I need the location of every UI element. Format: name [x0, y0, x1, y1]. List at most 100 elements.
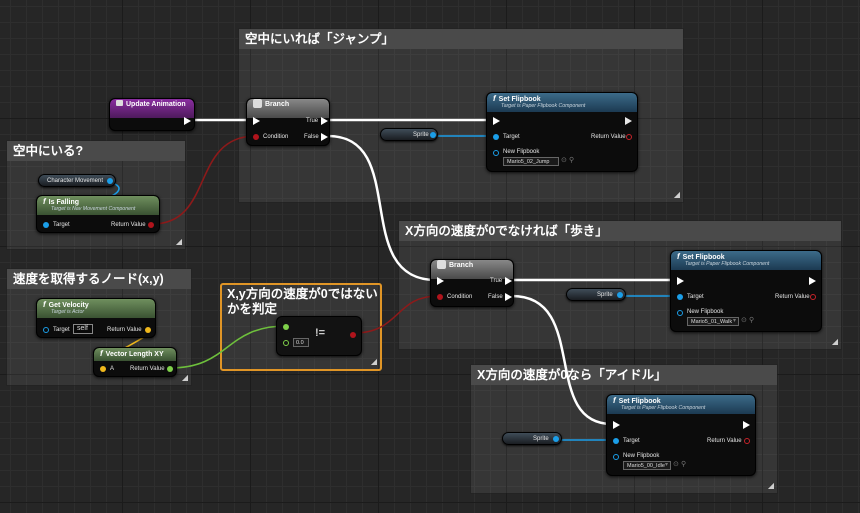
- a-label: A: [110, 366, 115, 372]
- b-pin[interactable]: [283, 340, 289, 346]
- exec-in-pin[interactable]: [437, 277, 444, 285]
- comment-title: 空中にいる?: [7, 141, 185, 161]
- return-value-pin[interactable]: [148, 222, 154, 228]
- exec-wire-branch2-false-to-idle: [510, 294, 614, 426]
- variable-label: Sprite: [533, 436, 549, 442]
- false-exec-pin[interactable]: [505, 293, 512, 301]
- not-equal-node[interactable]: 0.0 !=: [276, 316, 362, 356]
- character-movement-out-pin[interactable]: [107, 178, 113, 184]
- target-label: Target: [503, 134, 520, 140]
- browse-search-icon[interactable]: ⚲: [569, 157, 575, 164]
- a-pin[interactable]: [100, 366, 106, 372]
- return-value-label: Return Value: [107, 327, 142, 333]
- new-flipbook-value[interactable]: Mario5_01_Walk: [687, 317, 739, 326]
- return-value-pin[interactable]: [744, 438, 750, 444]
- node-header: Branch: [431, 260, 513, 279]
- condition-pin[interactable]: [253, 134, 259, 140]
- target-pin[interactable]: [43, 327, 49, 333]
- browse-search-icon[interactable]: ⚲: [681, 461, 687, 468]
- resize-handle-icon[interactable]: ◢: [181, 373, 188, 382]
- target-label: Target: [53, 222, 70, 228]
- node-title: Vector Length XY: [105, 351, 164, 358]
- target-label: Target: [687, 294, 704, 300]
- exec-out-pin[interactable]: [184, 117, 191, 125]
- resize-handle-icon[interactable]: ◢: [767, 481, 774, 490]
- exec-in-pin[interactable]: [253, 117, 260, 125]
- new-flipbook-pin[interactable]: [493, 150, 499, 156]
- branch-node-2[interactable]: Branch Condition True False: [430, 259, 514, 307]
- node-title: Update Animation: [126, 101, 186, 108]
- comment-xy-nonzero-check[interactable]: X,y方向の速度が0ではないかを判定 ◢: [220, 283, 382, 371]
- exec-in-pin[interactable]: [677, 277, 684, 285]
- sprite-out-pin[interactable]: [617, 292, 623, 298]
- sprite-variable-node[interactable]: Sprite: [380, 128, 438, 141]
- function-icon: f: [100, 349, 103, 358]
- true-exec-pin[interactable]: [505, 277, 512, 285]
- return-value-pin[interactable]: [167, 366, 173, 372]
- a-pin[interactable]: [283, 324, 289, 330]
- new-flipbook-value[interactable]: Mario5_00_Idle: [623, 461, 671, 470]
- target-pin[interactable]: [677, 294, 683, 300]
- target-pin[interactable]: [613, 438, 619, 444]
- branch-icon: [437, 260, 446, 269]
- resize-handle-icon[interactable]: ◢: [370, 357, 377, 366]
- resize-handle-icon[interactable]: ◢: [175, 237, 182, 246]
- new-flipbook-label: New Flipbook: [623, 453, 660, 459]
- exec-out-pin[interactable]: [809, 277, 816, 285]
- result-pin[interactable]: [350, 332, 356, 338]
- exec-out-pin[interactable]: [743, 421, 750, 429]
- return-value-pin[interactable]: [810, 294, 816, 300]
- new-flipbook-pin[interactable]: [613, 454, 619, 460]
- false-exec-pin[interactable]: [321, 133, 328, 141]
- return-value-pin[interactable]: [626, 134, 632, 140]
- browse-search-icon[interactable]: ⚲: [749, 317, 755, 324]
- use-selected-icon[interactable]: ⊙: [561, 157, 567, 164]
- condition-label: Condition: [447, 294, 473, 300]
- exec-in-pin[interactable]: [613, 421, 620, 429]
- node-title: Branch: [449, 262, 474, 269]
- comment-title: X方向の速度が0なら「アイドル」: [471, 365, 777, 385]
- variable-label: Sprite: [597, 292, 613, 298]
- new-flipbook-label: New Flipbook: [503, 149, 540, 155]
- update-animation-event-node[interactable]: Update Animation: [109, 98, 195, 131]
- self-target-field[interactable]: self: [73, 324, 93, 334]
- resize-handle-icon[interactable]: ◢: [673, 190, 680, 199]
- use-selected-icon[interactable]: ⊙: [741, 317, 747, 324]
- variable-label: Sprite: [413, 132, 429, 138]
- sprite-out-pin[interactable]: [430, 132, 436, 138]
- resize-handle-icon[interactable]: ◢: [831, 337, 838, 346]
- target-pin[interactable]: [43, 222, 49, 228]
- new-flipbook-value[interactable]: Mario5_02_Jump: [503, 157, 559, 166]
- condition-pin[interactable]: [437, 294, 443, 300]
- use-selected-icon[interactable]: ⊙: [673, 461, 679, 468]
- exec-in-pin[interactable]: [493, 117, 500, 125]
- branch-node-1[interactable]: Branch Condition True False: [246, 98, 330, 146]
- target-pin[interactable]: [493, 134, 499, 140]
- b-value-field[interactable]: 0.0: [293, 338, 309, 347]
- exec-out-pin[interactable]: [625, 117, 632, 125]
- true-exec-pin[interactable]: [321, 117, 328, 125]
- return-value-pin[interactable]: [145, 327, 151, 333]
- sprite-variable-node[interactable]: Sprite: [566, 288, 626, 301]
- character-movement-variable-node[interactable]: Character Movement: [38, 174, 116, 187]
- new-flipbook-pin[interactable]: [677, 310, 683, 316]
- node-title: Is Falling: [48, 199, 80, 206]
- node-subtitle: Target is Actor: [51, 309, 85, 315]
- branch-icon: [253, 99, 262, 108]
- new-flipbook-label: New Flipbook: [687, 309, 724, 315]
- dropdown-chevron-icon[interactable]: ▾: [733, 318, 737, 324]
- sprite-variable-node[interactable]: Sprite: [502, 432, 562, 445]
- bool-wire-notequal-to-branch2: [353, 295, 439, 334]
- sprite-out-pin[interactable]: [553, 436, 559, 442]
- dropdown-chevron-icon[interactable]: ▾: [665, 462, 669, 468]
